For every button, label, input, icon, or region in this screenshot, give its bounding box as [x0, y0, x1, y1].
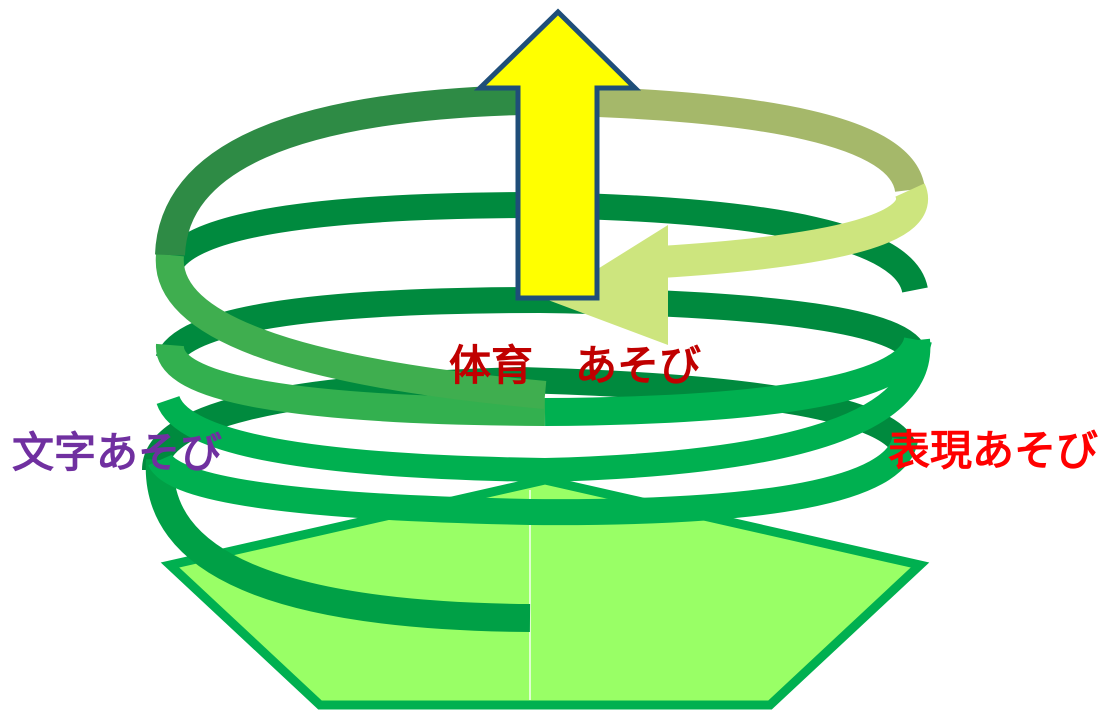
curved-arrow	[548, 183, 928, 345]
coil-ring-4-front	[145, 459, 531, 632]
curved-arrow-body	[659, 183, 928, 278]
pentagon-base	[160, 475, 930, 710]
label-right: 表現あそび	[888, 426, 1098, 475]
coil-ring-3-front	[156, 343, 546, 426]
coil-ring-1-left	[155, 85, 521, 257]
coil-ring-2-front	[155, 253, 547, 409]
label-left: 文字あそび	[12, 428, 222, 477]
up-arrow	[473, 8, 642, 301]
coil-ring-1-right	[519, 85, 925, 194]
label-center: 体育 あそび	[449, 341, 701, 390]
coil-ring-4-front-right	[148, 436, 918, 526]
coil-ring-3-front-bottom	[156, 338, 931, 483]
curved-arrow-head	[548, 225, 668, 345]
